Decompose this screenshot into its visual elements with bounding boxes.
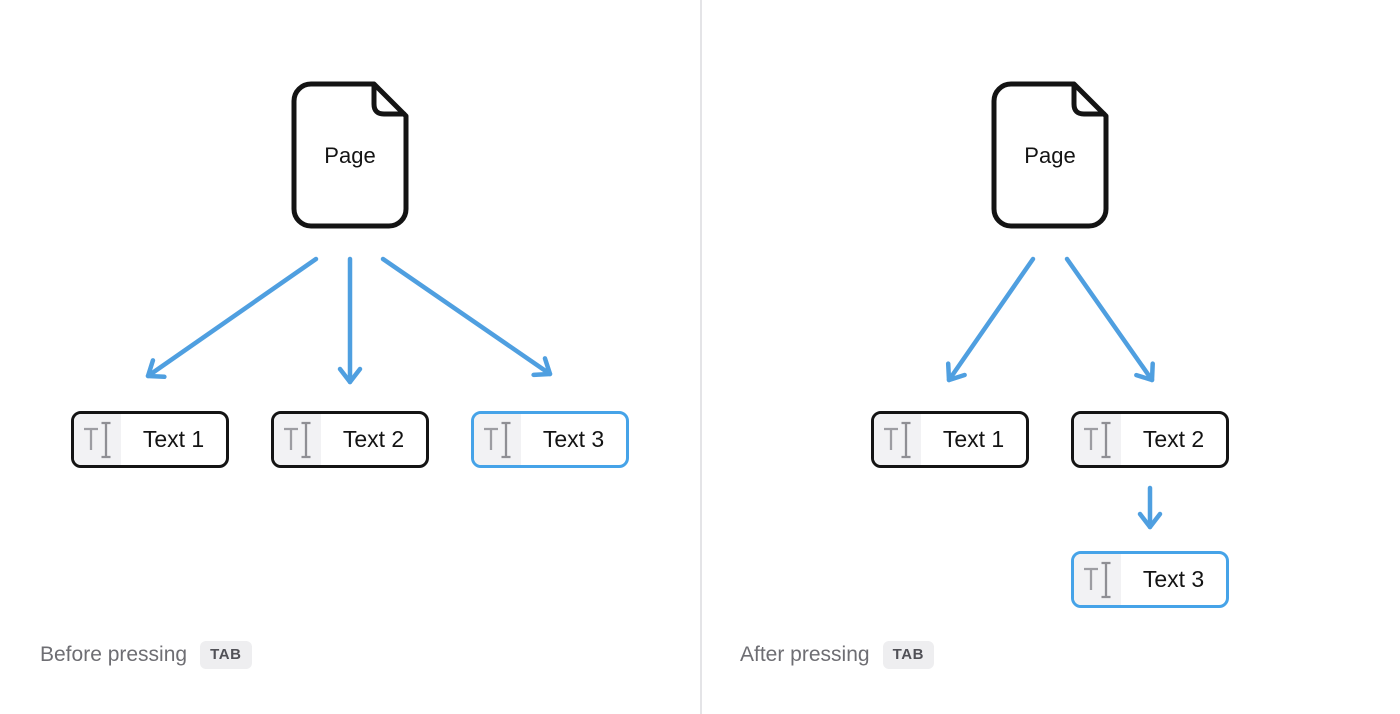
text-cursor-icon [874,414,921,465]
text-block-label: Text 3 [542,426,605,452]
text-cursor-icon [474,414,521,465]
text-block-1-after[interactable]: Text 1 [871,411,1029,468]
text-block-3-before-selected[interactable]: Text 3 [471,411,629,468]
caption-before: Before pressing TAB [40,640,252,670]
text-cursor-icon [1074,414,1121,465]
text-block-1-before[interactable]: Text 1 [71,411,229,468]
caption-text: Before pressing [40,643,188,666]
caption-text: After pressing [740,643,870,666]
tab-key-badge: TAB [200,641,252,669]
text-block-3-after-selected[interactable]: Text 3 [1071,551,1229,608]
caption-after: After pressing TAB [740,640,935,670]
text-cursor-icon [1074,554,1121,605]
text-block-2-before[interactable]: Text 2 [271,411,429,468]
text-block-label: Text 2 [1142,426,1205,452]
text-cursor-icon [74,414,121,465]
text-block-label: Text 1 [142,426,205,452]
page-label: Page [324,143,376,168]
text-block-label: Text 2 [342,426,405,452]
text-block-label: Text 1 [942,426,1005,452]
document-icon [291,81,409,229]
arrow-page-to-text3-before [380,256,553,378]
page-label: Page [1024,143,1076,168]
tab-key-badge: TAB [882,641,935,669]
text-block-2-after[interactable]: Text 2 [1071,411,1229,468]
arrow-page-to-text1-before [145,256,319,380]
text-block-label: Text 3 [1142,566,1205,592]
text-cursor-icon [274,414,321,465]
document-icon [991,81,1109,229]
page-node-before[interactable]: Page [290,80,410,230]
panel-divider [700,0,702,714]
arrow-page-to-text2-after [1064,256,1155,383]
arrow-page-to-text1-after [945,256,1036,383]
page-node-after[interactable]: Page [990,80,1110,230]
